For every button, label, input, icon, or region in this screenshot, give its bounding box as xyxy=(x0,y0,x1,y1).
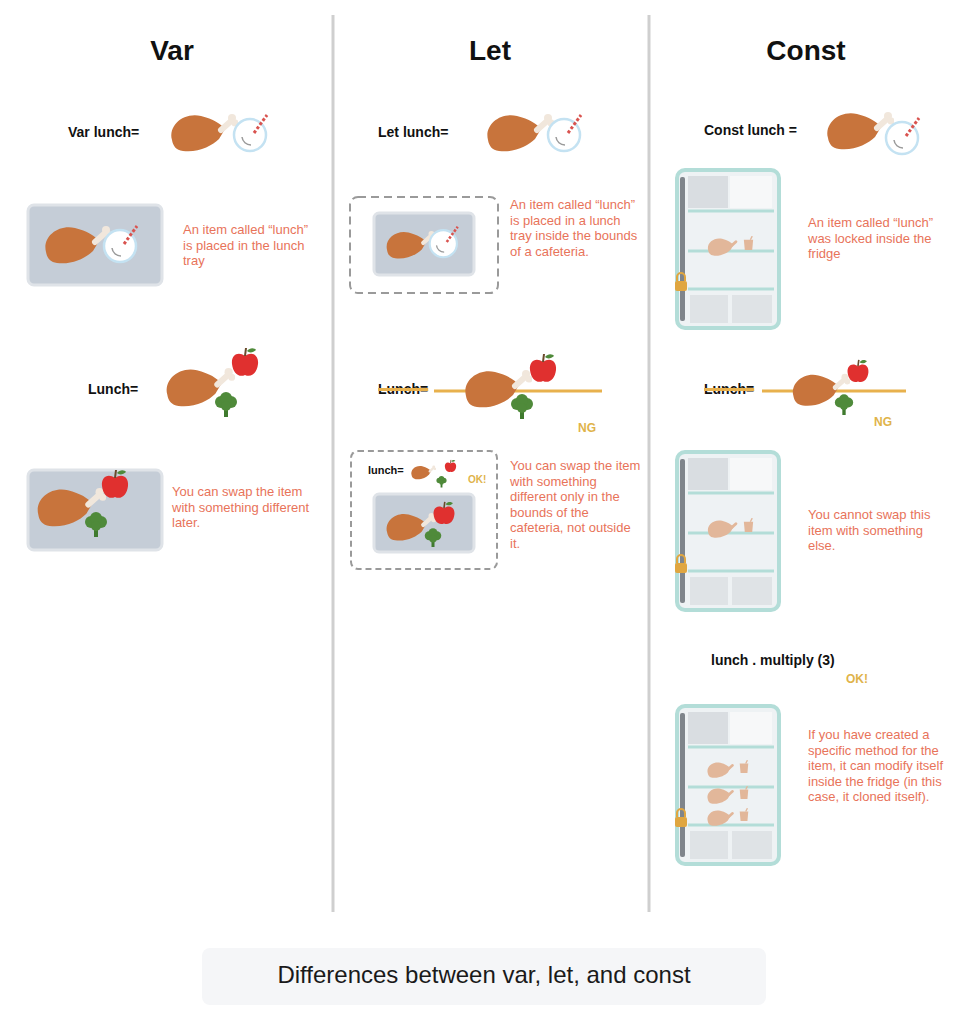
divider xyxy=(332,15,335,912)
code-label: Lunch= xyxy=(378,381,428,398)
note-text: You can swap the item with something dif… xyxy=(510,458,644,552)
column-heading: Var xyxy=(72,34,272,68)
code-label: Lunch= xyxy=(88,381,163,398)
caption-box xyxy=(202,948,766,1005)
lunch-tray xyxy=(28,470,162,550)
lunch-tray xyxy=(374,494,474,552)
code-label: Let lunch= xyxy=(378,124,473,141)
cafeteria-bounds xyxy=(350,197,498,293)
code-label: lunch . multiply (3) xyxy=(711,652,871,669)
note-text: You cannot swap this item with something… xyxy=(808,507,940,554)
status-mark: NG xyxy=(578,421,618,435)
note-text: If you have created a specific method fo… xyxy=(808,727,948,805)
column-heading: Let xyxy=(390,34,590,68)
divider xyxy=(648,15,651,912)
code-label: Const lunch = xyxy=(704,122,819,139)
strike-line xyxy=(434,390,602,393)
column-heading: Const xyxy=(706,34,906,68)
status-mark: NG xyxy=(874,415,914,429)
status-mark: OK! xyxy=(468,474,486,486)
note-text: An item called “lunch” was locked inside… xyxy=(808,215,942,262)
caption: Differences between var, let, and const xyxy=(202,961,766,990)
code-label: lunch= xyxy=(368,464,404,477)
code-label: Lunch= xyxy=(704,381,754,398)
status-mark: OK! xyxy=(846,672,886,686)
note-text: An item called “lunch” is placed in the … xyxy=(183,222,313,269)
code-label: Var lunch= xyxy=(68,124,163,141)
note-text: An item called “lunch” is placed in a lu… xyxy=(510,197,642,259)
cafeteria-bounds: lunch= OK! xyxy=(350,450,498,570)
lunch-tray xyxy=(28,205,162,285)
lunch-tray xyxy=(374,213,474,275)
note-text: You can swap the item with something dif… xyxy=(172,484,314,531)
